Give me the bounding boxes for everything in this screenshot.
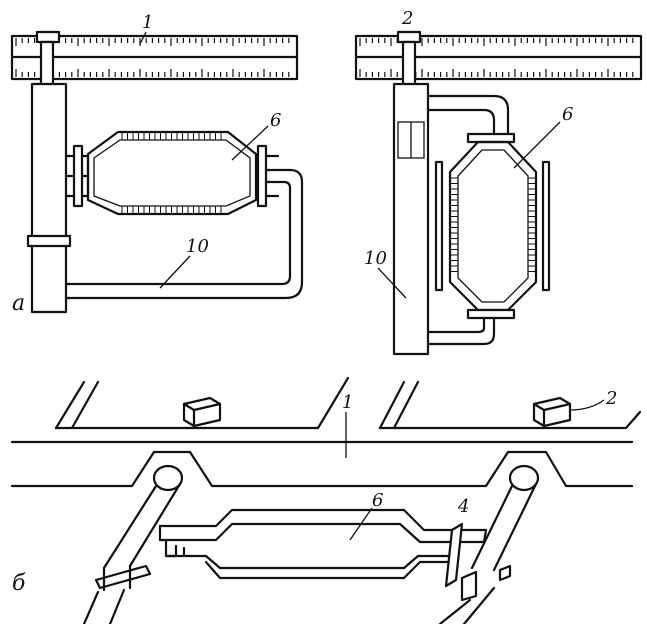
label-tube-b: 6 [562, 104, 573, 125]
guide-rod-right [541, 160, 551, 292]
ruler-left-ticks-bottom [15, 69, 290, 77]
column-collar-a [26, 234, 72, 248]
ruler-left-ticks-top [15, 38, 290, 46]
inclined-support-left [82, 464, 184, 624]
label-beam: 1 [342, 392, 353, 413]
panel-a-horizontal-setup [10, 30, 304, 314]
label-tube-a: 6 [270, 110, 281, 131]
label-panel-b: б [12, 571, 26, 596]
measuring-tube-b [426, 94, 538, 346]
bracket-block-left [182, 396, 222, 428]
tube-b-graduations [450, 177, 536, 272]
label-ruler-left: 1 [142, 12, 153, 33]
ruler-right-slider [401, 40, 417, 88]
panel-b-perspective [10, 376, 642, 624]
label-pipe-b: 10 [364, 248, 387, 269]
guide-rod-left [434, 160, 444, 292]
label-tube-bottom: 6 [372, 490, 383, 511]
return-pipe-inner-a [64, 180, 292, 286]
bracket-block-right [532, 396, 572, 428]
label-panel-a: а [12, 291, 25, 316]
ruler-right-ticks-bottom [359, 69, 634, 77]
tube-a-graduations [121, 132, 222, 214]
label-pipe-a: 10 [186, 236, 209, 257]
label-clamp: 4 [457, 496, 469, 517]
ruler-right-knob [396, 30, 422, 44]
return-pipe-outer-a [64, 168, 304, 300]
ruler-left [10, 34, 299, 81]
ruler-slider [39, 40, 55, 88]
measuring-tube-a [64, 130, 280, 216]
support-column-a [30, 82, 68, 314]
ruler-slider-knob [35, 30, 61, 44]
measuring-tube-bottom [158, 508, 488, 588]
label-ruler-right: 2 [401, 8, 413, 29]
panel-vertical-setup [354, 30, 643, 356]
label-bracket: 2 [605, 388, 617, 409]
inclined-support-right [438, 464, 540, 624]
clamp-piece [444, 522, 464, 588]
beam-bottom-edge [10, 450, 634, 488]
